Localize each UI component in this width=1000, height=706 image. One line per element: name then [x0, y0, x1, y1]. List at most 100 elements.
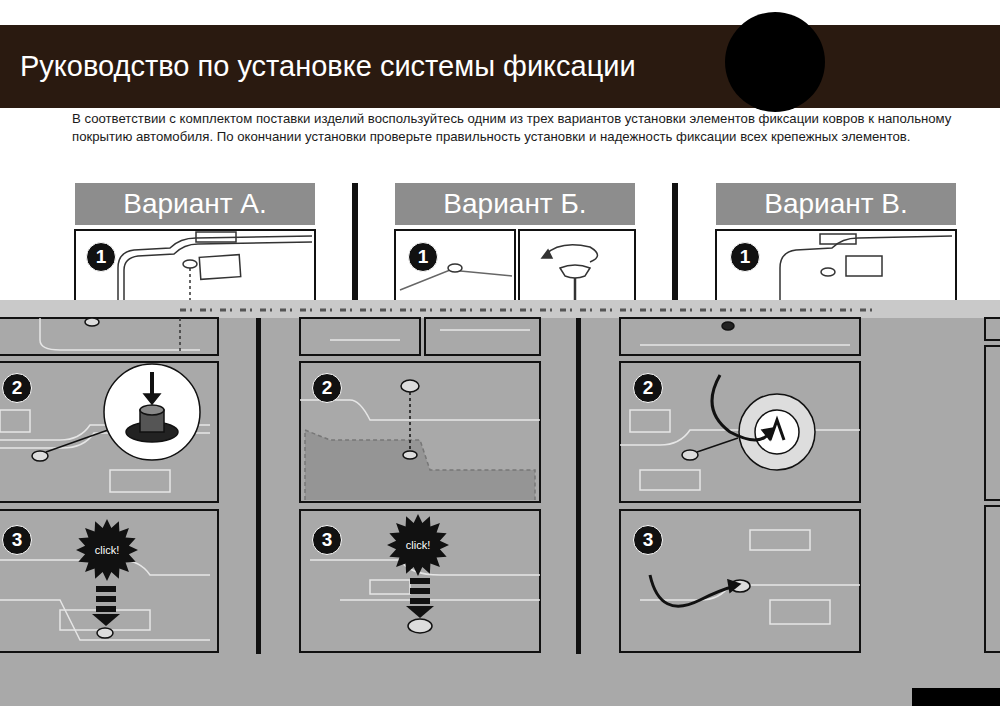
burst-outline: [76, 519, 138, 581]
burst-outline: [387, 514, 449, 576]
step-panel-part: [620, 318, 860, 355]
step-panel-part: [519, 230, 635, 306]
step-label: 2: [322, 377, 333, 399]
fastener-stud-part: [722, 322, 734, 330]
floor-mat-drawing-part: [305, 430, 535, 500]
fastener-stud-part: [85, 318, 99, 326]
step-panel-part: [620, 510, 860, 652]
fastener-stud-part: [401, 380, 419, 392]
step-number: 1: [730, 242, 760, 272]
step-number: 3: [2, 525, 32, 555]
step-number: 2: [633, 373, 663, 403]
fastener-stud-part: [762, 428, 774, 440]
fastener-stud-part: [408, 619, 432, 633]
step-panel-part: [985, 346, 1000, 500]
step-number: 1: [408, 242, 438, 272]
title-band-part: [730, 65, 740, 75]
floor-mat-drawing-part: [124, 242, 312, 306]
step-panel-part: [425, 318, 540, 355]
step-panel-part: [395, 230, 515, 306]
floor-mat-drawing-part: [183, 260, 197, 268]
step-panel-part: [0, 362, 218, 502]
variant-name: Вариант А.: [123, 188, 267, 220]
floor-mat-drawing-part: [640, 344, 850, 346]
fastener-stud-part: [755, 410, 799, 454]
push-arrow-part: [96, 586, 116, 592]
step-panel-part: [300, 510, 540, 652]
step-panel-part: [985, 506, 1000, 652]
step-panel: [0, 318, 1000, 652]
fastener-stud-part: [144, 394, 160, 404]
click-burst: click!: [387, 514, 449, 576]
click-burst: click!: [76, 519, 138, 581]
fastener-stud-part: [697, 438, 738, 452]
push-arrow-part: [410, 578, 430, 584]
floor-mat-drawing-part: [448, 264, 462, 272]
step-label: 2: [12, 377, 23, 399]
floor-mat-drawing-part: [199, 255, 240, 280]
push-arrow-part: [410, 598, 430, 604]
floor-mat-drawing-part: [630, 410, 670, 432]
floor-mat-drawing-part: [846, 256, 882, 276]
column-divider: [256, 318, 581, 654]
floor-mat-drawing-part: [750, 530, 810, 550]
fastener-stud-part: [739, 394, 815, 470]
scan-noise-part: [180, 309, 880, 312]
push-arrow-part: [96, 596, 116, 602]
fastener-stud-part: [403, 451, 417, 459]
variant-header: Вариант В.: [716, 183, 956, 225]
corner-bar-part: [912, 688, 1000, 706]
push-arrow: [92, 578, 434, 626]
floor-mat-drawing-part: [330, 330, 530, 340]
push-arrow-part: [406, 606, 434, 618]
floor-mat-drawing-part: [780, 236, 952, 306]
push-arrow-part: [96, 606, 116, 612]
floor-mat-drawing-part: [196, 232, 236, 242]
floor-mat-drawing-part: [370, 580, 410, 594]
floor-mat-drawing-part: [820, 234, 856, 244]
step-label: 3: [322, 529, 333, 551]
floor-mat-drawing-part: [545, 245, 598, 262]
floor-mat-drawing-part: [40, 318, 200, 350]
variant-name: Вариант Б.: [443, 188, 586, 220]
fastener-stud-part: [650, 575, 735, 606]
fastener-stud-part: [140, 405, 164, 415]
floor-mat-drawing-part: [574, 278, 577, 300]
fastener-stud-part: [682, 450, 698, 460]
step-label: 1: [418, 246, 429, 268]
push-arrow-part: [410, 588, 430, 594]
column-divider-part: [352, 183, 358, 303]
step-panel-part: [0, 510, 218, 652]
step-panel: [75, 230, 956, 306]
fastener-stud: [32, 318, 815, 638]
title-band-part: [725, 12, 825, 112]
intro-text: В соответствии с комплектом поставки изд…: [72, 110, 952, 146]
fastener-stud-part: [728, 580, 740, 592]
floor-mat-drawing-part: [110, 470, 170, 492]
step-panel-part: [716, 230, 956, 306]
fastener-stud-part: [409, 392, 411, 450]
step-panel-part: [300, 318, 420, 355]
floor-mat-drawing-part: [300, 400, 540, 420]
click-label: click!: [95, 544, 119, 556]
floor-mat-drawing-part: [400, 270, 512, 290]
step-panel-part: [300, 362, 540, 502]
floor-mat-drawing-part: [0, 410, 30, 432]
column-divider-part: [256, 318, 261, 654]
step-panel-part: [75, 230, 315, 306]
floor-mat-drawing-part: [542, 250, 552, 258]
floor-mat-drawing-part: [770, 600, 830, 624]
variant-header: Вариант А.: [75, 183, 315, 225]
floor-mat-drawing-part: [640, 470, 700, 490]
floor-mat-drawing-part: [118, 236, 312, 306]
title-band-part: [0, 25, 1000, 108]
fastener-stud-part: [104, 364, 200, 460]
corner-bar: [912, 688, 1000, 706]
step-number: 1: [86, 242, 116, 272]
fastener-stud-part: [32, 451, 48, 461]
step-label: 2: [643, 377, 654, 399]
column-divider-part: [672, 183, 678, 303]
